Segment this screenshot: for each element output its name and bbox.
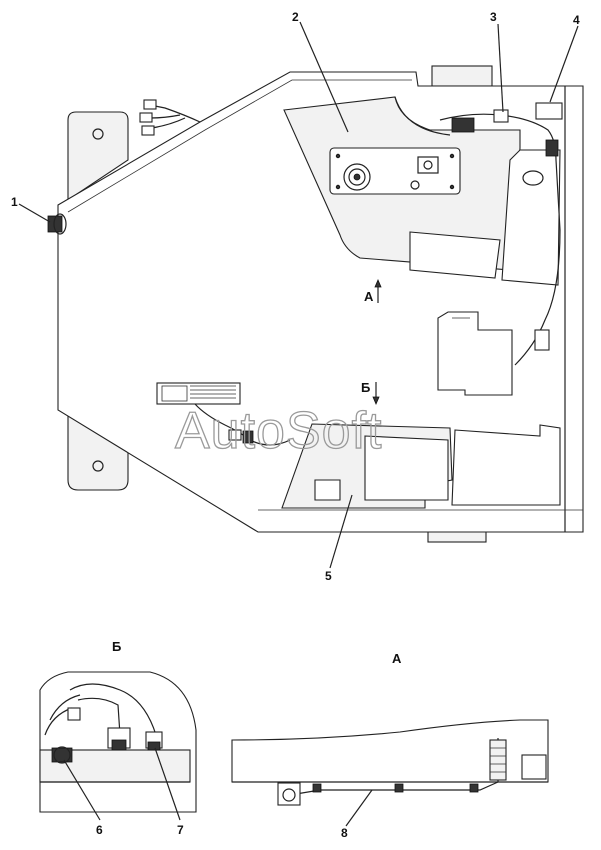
view-a-arrowhead xyxy=(374,278,382,288)
leader-5 xyxy=(329,494,353,569)
panel-inner-edge xyxy=(67,79,412,213)
callout-3: 3 xyxy=(490,10,497,24)
harness-clamp xyxy=(534,329,550,351)
relay-block xyxy=(535,102,563,120)
plate-screw xyxy=(335,153,341,159)
detail-view-a xyxy=(231,719,549,827)
lower-right-compartment xyxy=(451,424,561,506)
switch-button xyxy=(417,156,439,174)
callout-5: 5 xyxy=(325,569,332,583)
callout-4: 4 xyxy=(573,13,580,27)
switch-button-cap xyxy=(423,160,433,170)
side-connector xyxy=(47,215,63,233)
top-flange xyxy=(431,65,493,87)
detail-a-mount xyxy=(277,782,301,806)
relay-connector xyxy=(545,139,559,157)
leader-6 xyxy=(63,759,101,821)
callout-8: 8 xyxy=(341,826,348,840)
detail-b-cable xyxy=(69,683,157,736)
detail-a-connector xyxy=(489,739,507,781)
harness-clip xyxy=(493,109,509,123)
wire-terminal xyxy=(141,125,155,136)
bracket-hole xyxy=(92,460,104,472)
callout-7: 7 xyxy=(177,823,184,837)
upper-mounting-bracket xyxy=(67,111,129,202)
plate-screw xyxy=(335,184,341,190)
leader-3 xyxy=(497,23,504,113)
left-harness-branch xyxy=(151,117,186,129)
bracket-hole xyxy=(92,128,104,140)
lower-mounting-bracket xyxy=(67,411,129,491)
detail-b-clip xyxy=(67,707,81,721)
upper-cutout xyxy=(409,231,501,279)
detail-b-fuse xyxy=(51,747,73,763)
detail-a-title: А xyxy=(392,651,402,666)
lower-tray xyxy=(364,435,449,501)
indicator-lamp xyxy=(410,180,420,190)
fuse-block-section xyxy=(161,385,188,402)
watermark: AutoSoft xyxy=(175,402,382,460)
callout-6: 6 xyxy=(96,823,103,837)
left-harness-branch xyxy=(149,114,181,119)
plate-screw xyxy=(449,153,455,159)
detail-b-cable xyxy=(49,694,81,721)
leader-2 xyxy=(299,21,349,133)
detail-view-b xyxy=(39,671,197,821)
detail-a-mount-ring xyxy=(282,788,296,802)
callout-2: 2 xyxy=(292,10,299,24)
detail-a-clip xyxy=(394,783,404,793)
leader-8 xyxy=(345,789,373,827)
detail-a-box xyxy=(521,754,547,780)
detail-a-clip xyxy=(312,783,322,793)
leader-7 xyxy=(154,747,181,821)
control-unit xyxy=(437,311,513,396)
main-view xyxy=(18,21,584,569)
detail-b-cable xyxy=(77,697,121,736)
leader-1 xyxy=(18,203,51,223)
side-connector-grommet xyxy=(53,213,67,235)
leader-4 xyxy=(549,25,579,103)
plate-screw xyxy=(449,184,455,190)
view-a-marker: А xyxy=(364,289,374,304)
recess-curve xyxy=(394,96,451,136)
detail-a-housing xyxy=(231,719,549,783)
ignition-switch-ring xyxy=(343,163,371,191)
right-harness xyxy=(514,159,561,366)
ignition-switch-core xyxy=(353,173,361,181)
ignition-switch xyxy=(348,168,366,186)
harness-clip xyxy=(228,429,242,441)
fuse-block xyxy=(156,382,241,405)
right-upper-compartment xyxy=(501,149,561,286)
detail-b-fuse-ring xyxy=(53,746,71,764)
detail-b-connector-plug xyxy=(111,739,127,751)
harness-connector xyxy=(242,430,254,444)
left-harness xyxy=(149,104,201,123)
wire-terminal xyxy=(139,112,153,123)
detail-a-connector-ribs xyxy=(490,747,506,773)
harness-connector xyxy=(451,117,475,133)
tray-notch xyxy=(314,479,341,501)
callout-1: 1 xyxy=(11,195,18,209)
detail-b-connector-plug xyxy=(147,741,161,751)
view-b-marker: Б xyxy=(361,380,370,395)
wire-terminal xyxy=(143,99,157,110)
compartment-hole xyxy=(522,170,544,186)
detail-b-title: Б xyxy=(112,639,121,654)
detail-a-clip xyxy=(469,783,479,793)
view-b-arrowhead xyxy=(372,396,380,406)
